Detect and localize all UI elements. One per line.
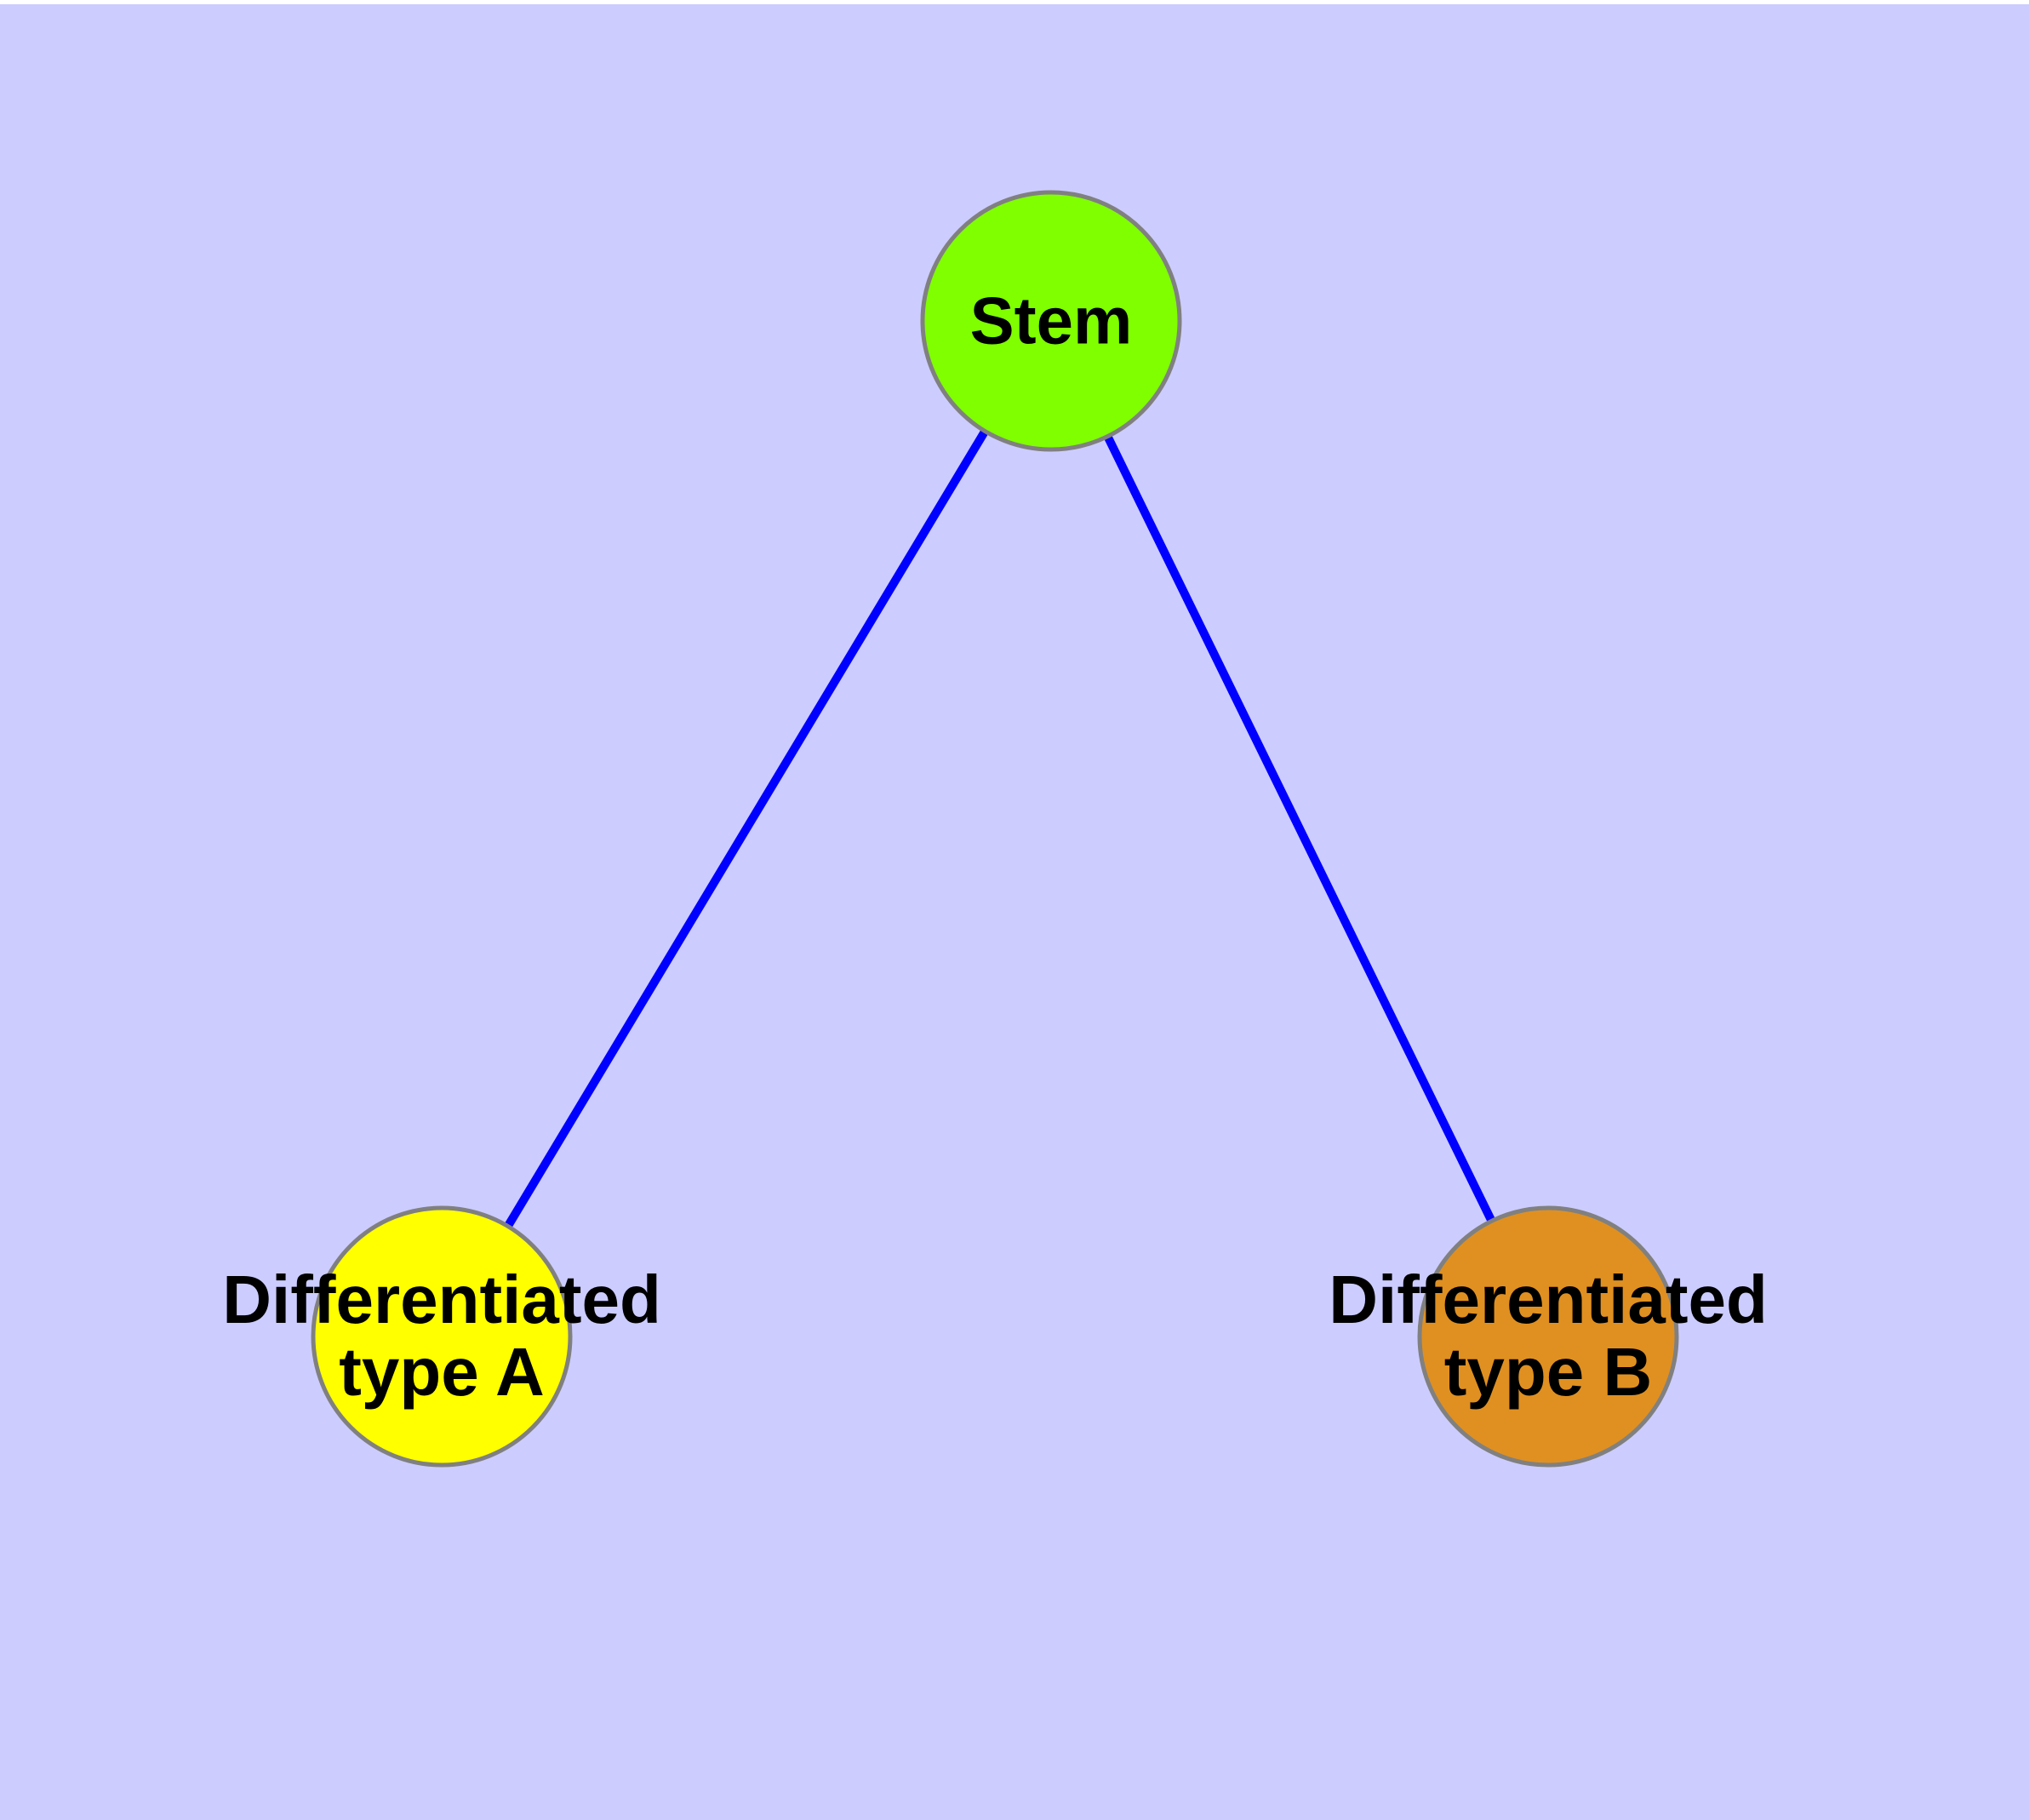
node-layer (311, 190, 1679, 1468)
edge-stem-to-differentiated-type-a (437, 318, 1055, 1339)
edge-stem-to-differentiated-type-b (1047, 318, 1552, 1339)
edge-layer (437, 318, 1552, 1339)
node-differentiated-type-b[interactable] (1417, 1205, 1679, 1468)
node-stem[interactable] (920, 190, 1182, 452)
graph-svg (311, 190, 1679, 1468)
node-differentiated-type-a[interactable] (311, 1205, 573, 1468)
diagram-plot-area: Stem Differentiated type A Differentiate… (0, 4, 2029, 1820)
